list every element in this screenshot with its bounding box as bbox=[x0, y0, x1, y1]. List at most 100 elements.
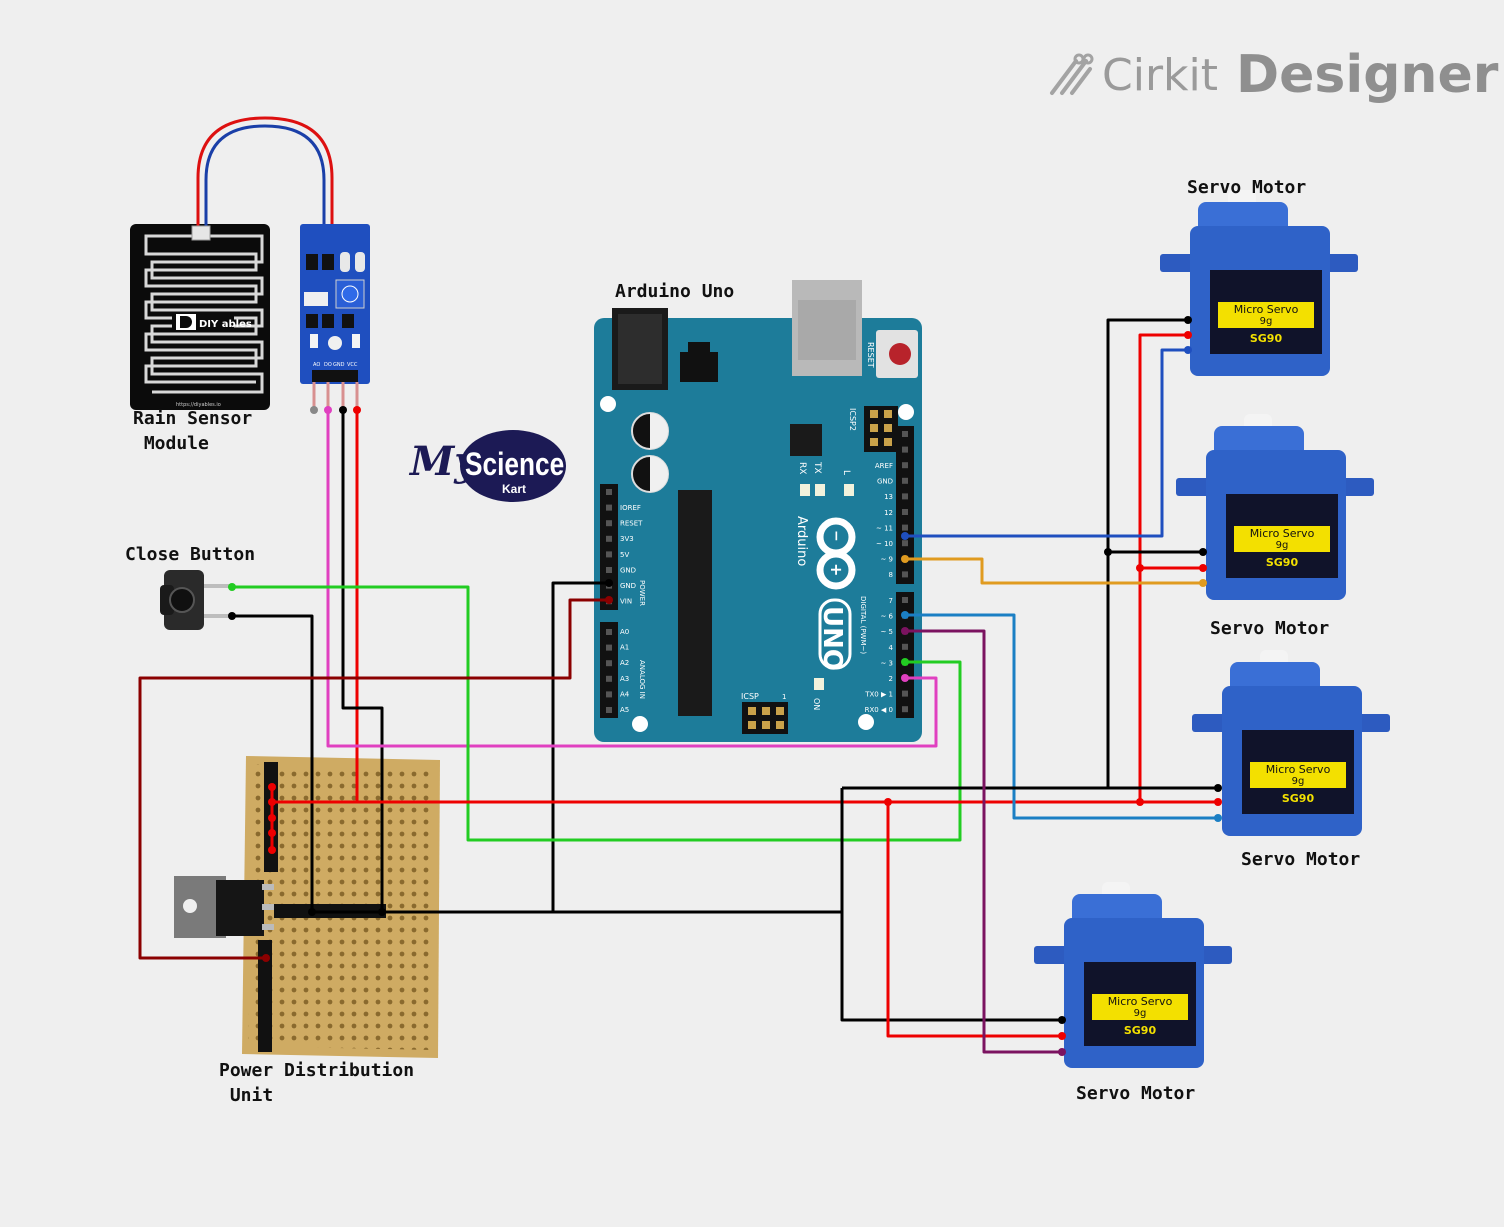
wire-endpoint bbox=[310, 406, 318, 414]
digital-header-top bbox=[896, 426, 914, 584]
digital-title: DIGITAL (PWM~) bbox=[859, 596, 867, 654]
digital-pin-label: GND bbox=[877, 478, 893, 486]
l-led bbox=[844, 484, 854, 496]
wire-endpoint bbox=[339, 406, 347, 414]
digital-pin-label: 12 bbox=[884, 509, 893, 517]
logo-my: My bbox=[410, 438, 478, 485]
logo-science: Science bbox=[465, 446, 565, 482]
servo-sticker-line2: 9g bbox=[1260, 316, 1273, 327]
wire-endpoint bbox=[228, 583, 236, 591]
rain-sensor-module[interactable]: DIY ables https://diyables.io AO DO GND … bbox=[130, 116, 370, 410]
brand-logo: Cirkit Designer bbox=[1046, 40, 1498, 110]
wire-endpoint bbox=[901, 555, 909, 563]
wire-endpoint bbox=[1184, 346, 1192, 354]
wire-endpoint bbox=[605, 579, 613, 587]
analog-pin-label: A3 bbox=[620, 675, 629, 683]
servo-sticker bbox=[1234, 526, 1330, 552]
arduino-uno[interactable]: RESET ICSP2 ICSP 1 RX TX bbox=[594, 280, 922, 742]
digital-pin-label: ~ 3 bbox=[880, 659, 893, 667]
wire-servo4-vcc[interactable] bbox=[886, 802, 1062, 1038]
rx-led bbox=[800, 484, 810, 496]
servo-sticker-line2: 9g bbox=[1276, 540, 1289, 551]
servo-1-label: Servo Motor bbox=[1187, 177, 1307, 198]
wire-endpoint bbox=[268, 846, 276, 854]
wire-endpoint bbox=[1214, 814, 1222, 822]
svg-text:−: − bbox=[828, 530, 844, 542]
wire-endpoint bbox=[262, 954, 270, 962]
power-pin-label: RESET bbox=[620, 520, 643, 528]
analog-pin-label: A0 bbox=[620, 628, 629, 636]
power-pin-label: GND bbox=[620, 582, 636, 590]
analog-pin-label: A5 bbox=[620, 706, 629, 714]
uno-text: UNO bbox=[817, 606, 847, 671]
wire-endpoint bbox=[1058, 1016, 1066, 1024]
voltage-regulator bbox=[680, 352, 718, 382]
wire-rain-do[interactable] bbox=[326, 410, 938, 748]
wire-endpoint bbox=[1136, 798, 1144, 806]
digital-header-bottom bbox=[896, 592, 914, 718]
wire-endpoint bbox=[901, 658, 909, 666]
servo-model: SG90 bbox=[1282, 792, 1315, 805]
power-title: POWER bbox=[638, 580, 646, 606]
analog-pin-label: A2 bbox=[620, 659, 629, 667]
wire-endpoint bbox=[1214, 784, 1222, 792]
l-label: L bbox=[841, 470, 851, 475]
power-pin-label: 3V3 bbox=[620, 535, 634, 543]
wire-endpoint bbox=[268, 798, 276, 806]
digital-pin-label: RX0 ◀ 0 bbox=[865, 706, 893, 714]
rain-sensor-cable-red bbox=[196, 116, 334, 238]
wire-button-signal[interactable] bbox=[232, 585, 962, 842]
power-pin-label: GND bbox=[620, 566, 636, 574]
wire-endpoints bbox=[228, 316, 1222, 1056]
servo-model: SG90 bbox=[1266, 556, 1299, 569]
servo-2-label: Servo Motor bbox=[1210, 618, 1330, 639]
svg-text:+: + bbox=[827, 563, 846, 576]
icsp-label: ICSP bbox=[741, 692, 759, 701]
digital-pin-label: ~ 6 bbox=[880, 613, 893, 621]
wire-endpoint bbox=[901, 627, 909, 635]
wire-servo4-signal[interactable] bbox=[905, 629, 1062, 1054]
digital-pin-label: TX0 ▶ 1 bbox=[864, 691, 893, 699]
servo-model: SG90 bbox=[1250, 332, 1283, 345]
rain-sensor-traces bbox=[144, 234, 264, 394]
rain-sensor-pins bbox=[312, 382, 359, 410]
wire-endpoint bbox=[353, 406, 361, 414]
power-header bbox=[600, 484, 618, 610]
analog-header bbox=[600, 622, 618, 718]
pdu-label: Power Distribution Unit bbox=[219, 1060, 415, 1106]
wire-endpoint bbox=[268, 783, 276, 791]
brand-suffix: Designer bbox=[1236, 45, 1499, 105]
reset-label: RESET bbox=[866, 342, 875, 368]
wire-servo1-vcc[interactable] bbox=[1138, 333, 1188, 802]
atmega-chip bbox=[678, 490, 712, 716]
wire-endpoint bbox=[901, 532, 909, 540]
icsp2-label: ICSP2 bbox=[848, 408, 857, 431]
analog-title: ANALOG IN bbox=[638, 660, 646, 699]
analog-pin-label: A1 bbox=[620, 644, 629, 652]
servo-3-label: Servo Motor bbox=[1241, 849, 1361, 870]
digital-pin-label: ~ 11 bbox=[876, 524, 893, 532]
wire-endpoint bbox=[1184, 316, 1192, 324]
wire-servo3-signal[interactable] bbox=[905, 613, 1218, 820]
cirkit-logo-icon bbox=[1050, 53, 1094, 95]
wire-servo1-signal[interactable] bbox=[905, 348, 1188, 538]
close-button-component[interactable] bbox=[160, 570, 232, 630]
servo-sticker-line2: 9g bbox=[1134, 1008, 1147, 1019]
wire-servo4-gnd[interactable] bbox=[840, 786, 1218, 1022]
analog-pin-label: A4 bbox=[620, 690, 630, 698]
arduino-brand-text: Arduino bbox=[794, 516, 809, 566]
wire-endpoint bbox=[228, 612, 236, 620]
rain-sensor-pin-label-do: DO bbox=[324, 362, 332, 368]
wire-servo2-signal[interactable] bbox=[905, 557, 1203, 585]
wire-button-gnd[interactable] bbox=[232, 614, 842, 914]
on-led bbox=[814, 678, 824, 690]
rain-sensor-cable-blue bbox=[204, 124, 326, 238]
wire-vin[interactable] bbox=[138, 598, 609, 960]
wire-endpoint bbox=[1199, 548, 1207, 556]
myscience-kart-logo: My Science Kart bbox=[408, 428, 568, 504]
servo-sticker bbox=[1218, 302, 1314, 328]
